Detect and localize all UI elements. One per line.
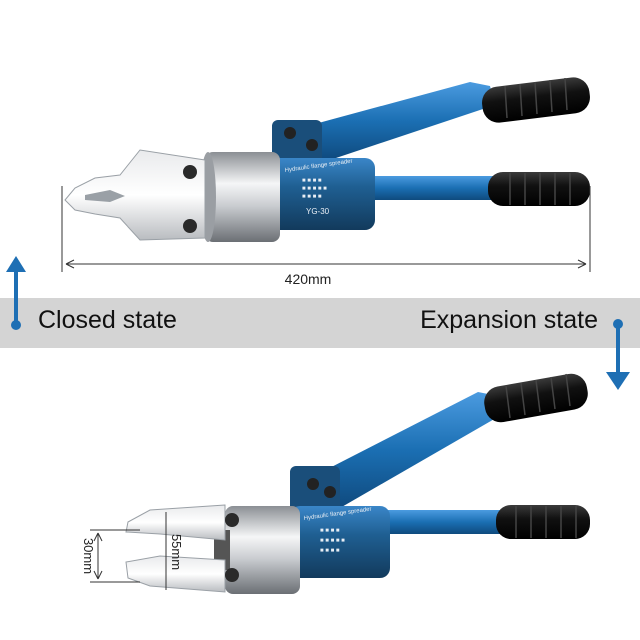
svg-text:■ ■ ■ ■: ■ ■ ■ ■ [302,178,322,184]
open-height-text: 30mm [81,538,96,574]
lower-handle-grip [496,505,590,539]
state-divider-band [0,298,640,348]
svg-text:■ ■ ■ ■: ■ ■ ■ ■ [302,194,322,200]
svg-text:■ ■ ■ ■ ■: ■ ■ ■ ■ ■ [302,186,327,192]
chrome-head [225,506,300,594]
expansion-state-label: Expansion state [420,306,598,334]
jaw-bolt [183,219,197,233]
svg-text:■ ■ ■ ■: ■ ■ ■ ■ [320,548,340,554]
expansion-arrow-icon [606,319,630,390]
opening-text: 55mm [169,534,184,570]
svg-text:■ ■ ■ ■ ■: ■ ■ ■ ■ ■ [320,538,345,544]
jaw-bolt [183,165,197,179]
upper-grip-ridges [504,77,568,119]
closed-tool: Hydraulic flange spreader ■ ■ ■ ■ ■ ■ ■ … [64,77,590,242]
closed-state-label: Closed state [38,306,177,334]
lower-jaw [125,555,226,593]
pivot-bolt-2 [306,139,318,151]
chrome-head [205,152,280,242]
lower-handle-rod [378,510,510,534]
spreader-jaws [64,149,206,241]
expanded-tool: Hydraulic flange spreader ■ ■ ■ ■ ■ ■ ■ … [125,373,590,594]
pivot-bolt [284,127,296,139]
closed-arrow-icon [6,256,26,330]
svg-text:■ ■ ■ ■: ■ ■ ■ ■ [320,528,340,534]
upper-handle-arm [290,82,495,160]
lower-handle-grip [488,172,590,206]
open-height-dimension [90,529,140,583]
cylinder-body [270,158,375,230]
cylinder-body [290,506,390,578]
length-dimension [61,186,591,272]
length-dimension-text: 420mm [285,271,332,287]
upper-handle-grip [484,373,588,423]
lower-handle-rod [360,176,500,200]
upper-jaw [125,504,226,541]
upper-handle-arm [300,392,503,508]
svg-text:YG-30: YG-30 [306,207,330,216]
